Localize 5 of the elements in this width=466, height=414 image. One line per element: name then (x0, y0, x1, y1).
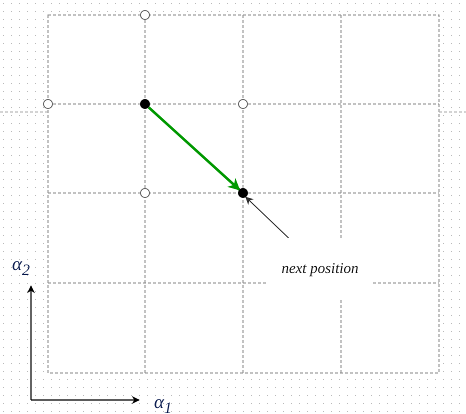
callout-text: next position (281, 260, 359, 278)
axis-label: α$_{2}$ (12, 254, 30, 280)
arrow (148, 106, 240, 191)
axis-label: α$_{1}$ (154, 392, 172, 414)
leader-line (245, 196, 290, 238)
